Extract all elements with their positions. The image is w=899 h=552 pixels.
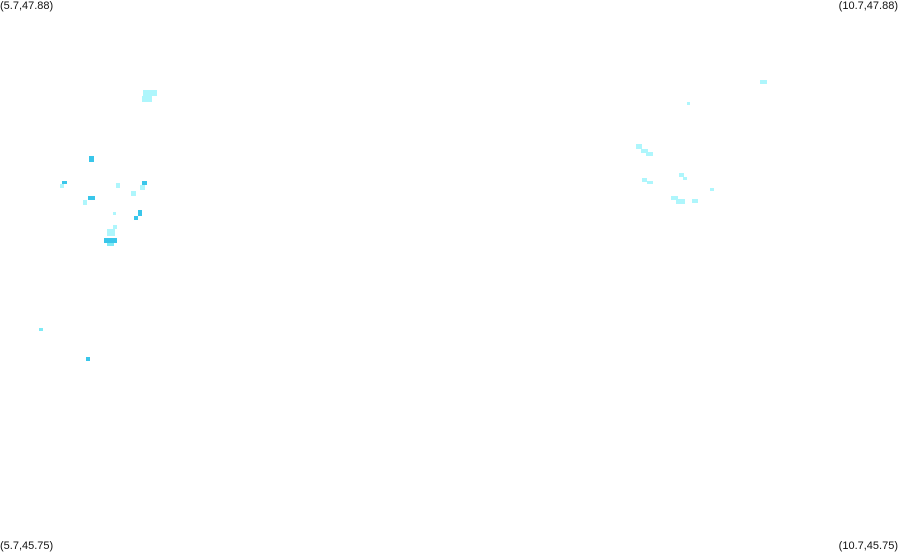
water-patch <box>107 243 114 246</box>
water-patch <box>142 96 152 102</box>
water-patch <box>143 90 157 96</box>
water-patch <box>83 200 87 205</box>
water-patches <box>39 80 767 361</box>
water-patch <box>131 191 136 196</box>
water-patch <box>140 185 145 190</box>
corner-label-bottom-left: (5.7,45.75) <box>0 540 54 552</box>
water-patch <box>687 102 690 105</box>
water-patch <box>142 181 147 185</box>
water-patch <box>683 177 687 180</box>
water-patch <box>60 184 64 188</box>
water-patch <box>116 183 120 188</box>
water-patch <box>642 178 647 182</box>
corner-label-top-right: (10.7,47.88) <box>838 0 898 12</box>
water-patch <box>88 196 95 200</box>
water-patch <box>646 152 653 156</box>
water-patch <box>760 80 767 84</box>
water-patch <box>647 181 653 184</box>
water-patch <box>641 149 648 153</box>
water-patch <box>636 144 642 149</box>
water-patch <box>671 196 678 200</box>
water-patch <box>134 216 138 220</box>
water-patch <box>39 328 43 331</box>
water-patch <box>679 173 684 177</box>
water-patch <box>104 238 117 243</box>
water-patch <box>113 212 116 215</box>
water-patch <box>86 357 90 361</box>
water-patch <box>138 210 142 216</box>
water-patch <box>113 225 117 229</box>
water-patch <box>107 229 115 236</box>
water-patch <box>676 199 685 204</box>
corner-label-bottom-right: (10.7,45.75) <box>838 540 898 552</box>
corner-label-top-left: (5.7,47.88) <box>0 0 54 12</box>
water-patch <box>710 188 714 191</box>
water-patch <box>62 181 67 184</box>
water-patch <box>692 199 698 203</box>
water-patch <box>89 156 94 162</box>
